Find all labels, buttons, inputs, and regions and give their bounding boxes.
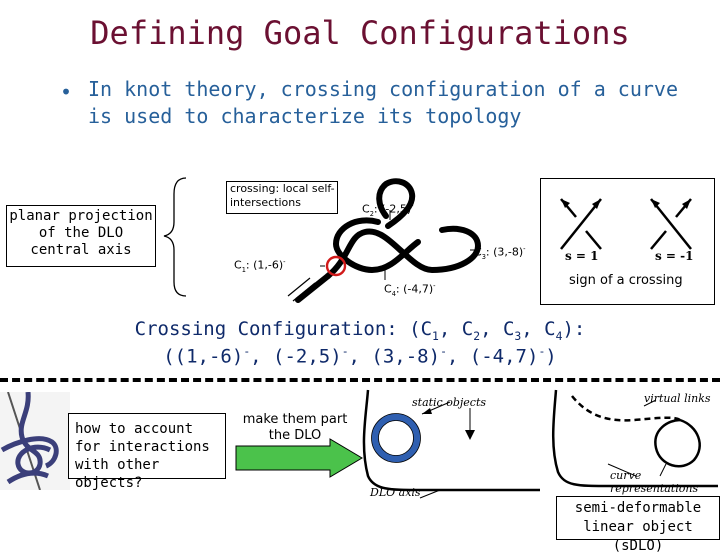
slide-title: Defining Goal Configurations <box>90 14 630 52</box>
virtual-links-label: virtual links <box>644 392 711 405</box>
sign-caption: sign of a crossing <box>569 273 683 288</box>
crossing-definition: crossing: local self-intersections <box>226 181 338 214</box>
sdlo-diagram <box>552 389 718 488</box>
crossing-marker <box>325 255 347 277</box>
crossing-configuration-line1: Crossing Configuration: (C1, C2, C3, C4)… <box>134 318 586 343</box>
planar-projection-label: planar projection of the DLO central axi… <box>6 205 156 267</box>
section-divider <box>0 378 720 382</box>
bullet-text: In knot theory, crossing configuration o… <box>88 77 679 128</box>
crossing-c2-label: C2: (-2,5)- <box>362 202 414 218</box>
interaction-question: how to account for interactions with oth… <box>68 413 226 491</box>
crossing-c4-label: C4: (-4,7)- <box>384 282 436 298</box>
sign-positive-label: s = 1 <box>565 249 599 263</box>
knot-diagram <box>163 177 482 303</box>
dlo-axis-label: DLO axis <box>370 486 421 499</box>
knot-photo <box>0 392 70 490</box>
dlo-static-objects-diagram <box>362 389 540 499</box>
sdlo-label: semi-deformable linear object (sDLO) <box>556 496 720 554</box>
sign-negative-label: s = -1 <box>655 249 694 263</box>
crossing-sign-diagrams <box>560 198 692 250</box>
static-objects-label: static objects <box>412 396 487 409</box>
bullet-marker: • <box>60 80 73 104</box>
knot-curve <box>295 178 482 303</box>
green-arrow <box>235 438 363 478</box>
knot-curve-tail <box>287 277 316 302</box>
sign-of-crossing-panel: s = 1 s = -1 sign of a crossing <box>540 178 715 305</box>
curve-representations-label: curve representations <box>610 469 699 495</box>
crossing-c1-label: C1: (1,-6)- <box>234 258 286 274</box>
crossing-c3-label: C3: (3,-8)- <box>474 245 526 261</box>
crossing-configuration-line2: ((1,-6)-, (-2,5)-, (3,-8)-, (-4,7)-) <box>163 344 557 368</box>
make-part-label: make them part the DLO <box>242 412 348 443</box>
brace <box>163 177 187 297</box>
